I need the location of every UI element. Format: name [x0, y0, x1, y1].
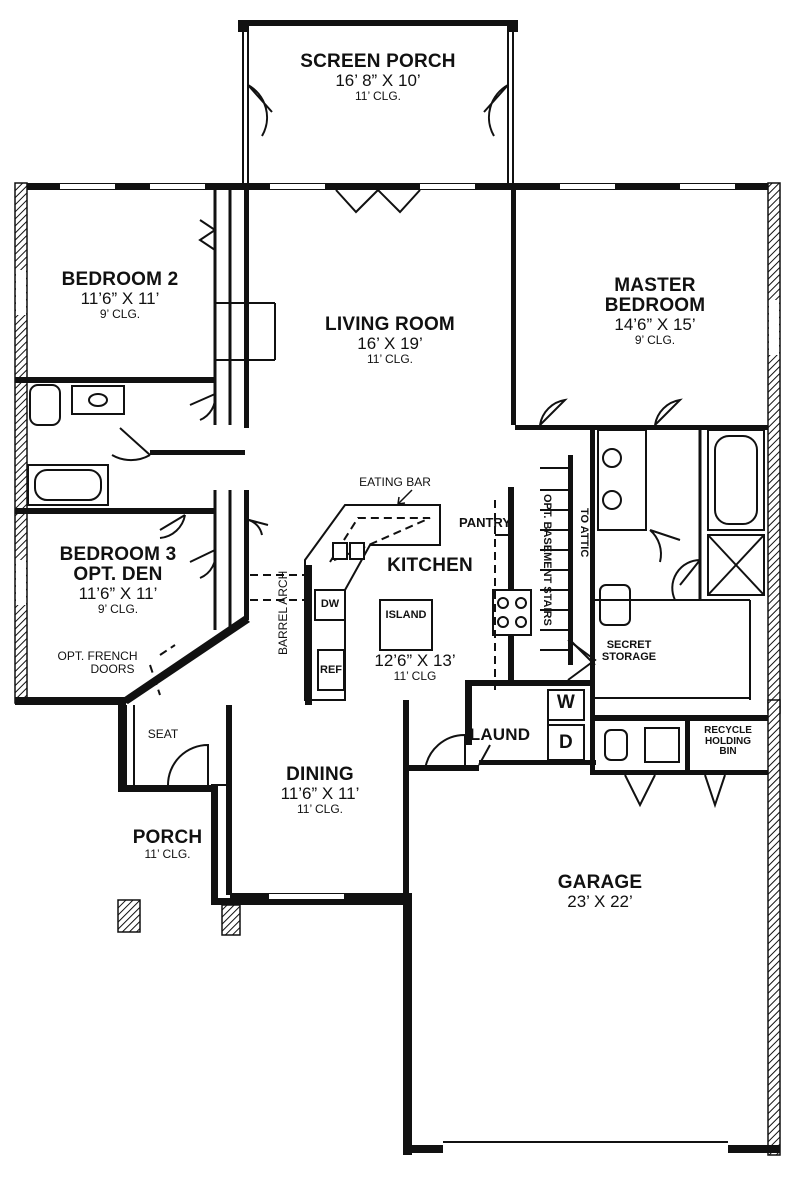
interior-walls: [15, 183, 768, 898]
label-line: BIN: [719, 746, 737, 757]
barrel-arch-label: BARREL ARCH: [276, 570, 290, 655]
room-ceiling: 11’ CLG: [393, 668, 437, 683]
room-name: SCREEN PORCH: [300, 51, 456, 72]
room-name: BEDROOM: [604, 294, 706, 316]
dryer-label: D: [559, 732, 573, 753]
room-dimensions: 11’6” X 11’: [78, 583, 158, 603]
room-dimensions: 11’6” X 11’: [280, 783, 360, 803]
washer-label: W: [556, 692, 576, 713]
porch-label: PORCH 11’ CLG.: [120, 828, 215, 861]
room-ceiling: 11’ CLG.: [296, 801, 344, 816]
island-label: ISLAND: [385, 609, 427, 621]
room-name: GARAGE: [557, 872, 643, 893]
eating-bar-label: EATING BAR: [359, 475, 431, 489]
screen-porch-label: SCREEN PORCH 16’ 8” X 10’ 11’ CLG.: [248, 52, 508, 102]
pantry-label: PANTRY: [459, 515, 511, 530]
room-dimensions: 16’ X 19’: [357, 333, 423, 353]
room-name: BEDROOM 2: [61, 269, 179, 290]
french-doors-label: OPT. FRENCH DOORS: [40, 650, 155, 675]
room-ceiling: 11’ CLG.: [366, 351, 414, 366]
living-room-label: LIVING ROOM 16’ X 19’ 11’ CLG.: [290, 315, 490, 365]
room-name: KITCHEN: [387, 555, 473, 576]
room-ceiling: 11’ CLG.: [144, 846, 191, 861]
refrigerator-label: REF: [320, 664, 342, 676]
label-line: OPT. FRENCH: [57, 649, 138, 663]
kitchen-dimensions-label: 12’6” X 13’ 11’ CLG: [350, 652, 480, 682]
to-attic-label: TO ATTIC: [578, 508, 590, 558]
label-line: RECYCLE: [704, 725, 752, 736]
room-name: BEDROOM 3: [59, 544, 177, 565]
kitchen-label: KITCHEN: [370, 556, 490, 576]
bedroom3-label: BEDROOM 3 OPT. DEN 11’6” X 11’ 9’ CLG.: [28, 545, 208, 615]
room-name: DINING: [286, 764, 354, 785]
room-dimensions: 23’ X 22’: [567, 891, 633, 911]
room-ceiling: 9’ CLG.: [99, 306, 141, 321]
label-line: DOORS: [90, 661, 135, 676]
room-name: OPT. DEN: [73, 563, 163, 585]
label-line: STORAGE: [601, 650, 657, 663]
eating-bar-arrow: [397, 489, 413, 505]
windows: [16, 184, 779, 899]
room-name: PORCH: [132, 827, 203, 848]
seat-label: SEAT: [147, 727, 179, 741]
screen-porch-walls: [238, 20, 518, 185]
label-line: SECRET: [606, 639, 652, 651]
room-name: MASTER: [614, 275, 696, 296]
label-line: HOLDING: [704, 735, 752, 747]
room-dimensions: 12’6” X 13’: [374, 651, 456, 670]
room-ceiling: 9’ CLG.: [634, 332, 676, 347]
laundry-label: LAUND: [469, 725, 531, 744]
recycle-bin-label: RECYCLE HOLDING BIN: [690, 725, 766, 758]
dishwasher-label: DW: [320, 598, 340, 610]
room-ceiling: 11’ CLG.: [354, 88, 402, 103]
master-bedroom-label: MASTER BEDROOM 14’6” X 15’ 9’ CLG.: [555, 276, 755, 346]
room-name: LIVING ROOM: [325, 314, 455, 335]
secret-storage-label: SECRET STORAGE: [594, 639, 664, 663]
room-dimensions: 16’ 8” X 10’: [335, 70, 421, 90]
dining-label: DINING 11’6” X 11’ 11’ CLG.: [230, 765, 410, 815]
room-dimensions: 14’6” X 15’: [614, 314, 696, 334]
basement-stairs-label: OPT. BASEMENT STAIRS: [541, 494, 553, 626]
room-ceiling: 9’ CLG.: [97, 601, 139, 616]
bedroom2-label: BEDROOM 2 11’6” X 11’ 9’ CLG.: [30, 270, 210, 320]
garage-label: GARAGE 23’ X 22’: [500, 873, 700, 911]
room-dimensions: 11’6” X 11’: [80, 288, 160, 308]
